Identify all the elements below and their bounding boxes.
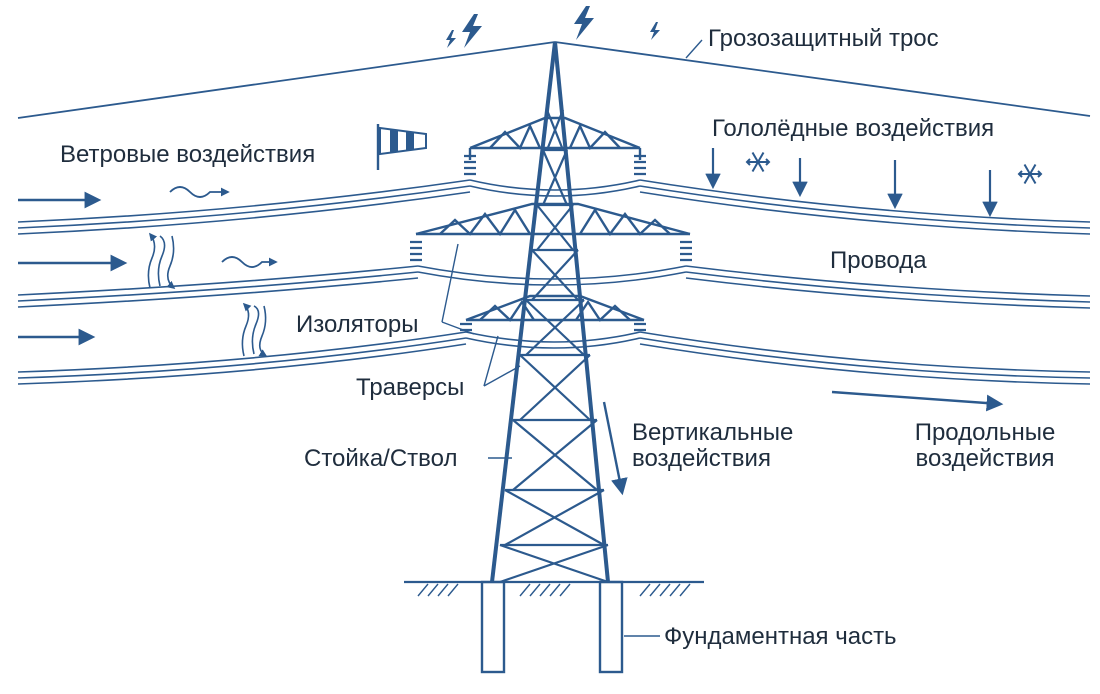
label-ice: Гололёдные воздействия (712, 115, 994, 142)
insulator-top-left (464, 154, 476, 176)
oscillation-arrows (147, 232, 268, 357)
label-vertical-line2: воздействия (632, 445, 771, 472)
insulators (410, 154, 692, 332)
windsock-icon (376, 124, 427, 170)
snowflake-icon (745, 151, 1043, 185)
label-foundation: Фундаментная часть (664, 623, 897, 650)
foundation-piles (480, 580, 624, 674)
vertical-load-arrow (602, 401, 628, 496)
label-vertical-line1: Вертикальные (632, 419, 793, 446)
crossarm-lower (465, 294, 645, 322)
label-wind: Ветровые воздействия (60, 141, 315, 168)
label-longitudinal-line1: Продольные (915, 419, 1056, 446)
wind-arrows (18, 191, 128, 346)
conductors (17, 179, 1091, 385)
insulator-low-right (634, 322, 646, 332)
longitudinal-load-arrow (831, 390, 1004, 412)
leader-lines (441, 39, 703, 637)
label-ground-wire: Грозозащитный трос (708, 25, 939, 52)
label-insulators: Изоляторы (296, 311, 418, 338)
ground-wire (17, 41, 1091, 119)
insulator-top-right (634, 154, 646, 176)
label-longitudinal-line2: воздействия (916, 445, 1055, 472)
mast-lattice (499, 109, 609, 584)
label-mast: Стойка/Ствол (304, 445, 457, 472)
crossarm-middle (415, 202, 691, 237)
ice-load-arrows (705, 148, 998, 218)
wind-gust-icon (169, 186, 278, 268)
labels: Грозозащитный трос Ветровые воздействия … (60, 25, 1055, 650)
label-crossarms: Траверсы (356, 374, 464, 401)
lightning-icon (446, 6, 660, 48)
label-wires: Провода (830, 247, 927, 274)
crossarm-top (468, 116, 642, 160)
insulator-mid-left (410, 240, 422, 262)
transmission-tower (404, 41, 704, 674)
ground-line (404, 580, 704, 597)
insulator-mid-right (680, 240, 692, 262)
